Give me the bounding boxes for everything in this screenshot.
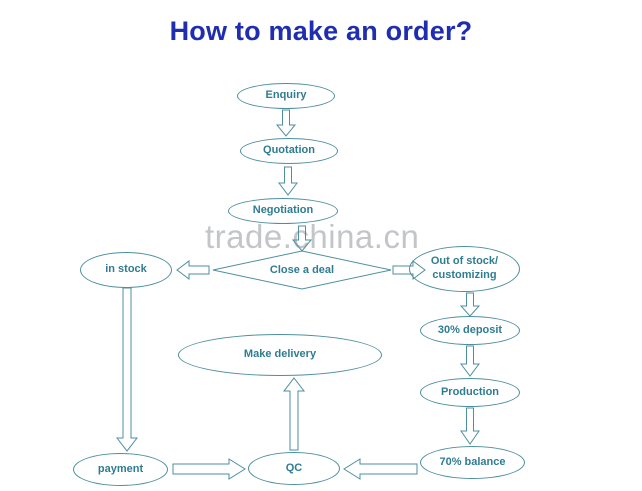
node-qc[interactable]: QC xyxy=(248,452,340,485)
node-enquiry-label: Enquiry xyxy=(265,89,307,102)
arrow-balance-to-qc xyxy=(343,458,418,480)
node-out-of-stock[interactable]: Out of stock/ customizing xyxy=(409,246,520,292)
arrow-quotation-to-negotiation xyxy=(278,166,298,196)
diamond-shape xyxy=(212,250,392,290)
arrow-in-stock-to-payment xyxy=(115,287,139,452)
node-payment-label: payment xyxy=(97,462,144,475)
arrow-payment-to-qc xyxy=(172,458,246,480)
node-balance-label: 70% balance xyxy=(439,455,506,468)
node-balance[interactable]: 70% balance xyxy=(420,446,525,479)
node-payment[interactable]: payment xyxy=(73,453,168,486)
arrow-production-to-balance xyxy=(460,407,480,445)
page-title: How to make an order? xyxy=(169,16,473,46)
node-make-delivery-label: Make delivery xyxy=(243,348,317,361)
arrow-qc-to-make-delivery xyxy=(282,377,306,451)
node-deposit[interactable]: 30% deposit xyxy=(420,316,520,345)
arrow-close-a-deal-to-out-of-stock xyxy=(392,260,426,280)
arrow-deposit-to-production xyxy=(460,345,480,377)
arrow-out-of-stock-to-deposit xyxy=(459,292,481,317)
node-make-delivery[interactable]: Make delivery xyxy=(178,334,382,376)
node-close-a-deal[interactable]: Close a deal xyxy=(212,250,392,290)
node-in-stock[interactable]: in stock xyxy=(80,252,172,288)
node-enquiry[interactable]: Enquiry xyxy=(237,83,335,109)
arrow-enquiry-to-quotation xyxy=(275,109,297,137)
node-out-of-stock-label-line2: customizing xyxy=(432,269,497,281)
node-deposit-label: 30% deposit xyxy=(437,323,503,336)
node-production-label: Production xyxy=(440,385,500,398)
node-qc-label: QC xyxy=(285,461,303,474)
node-negotiation[interactable]: Negotiation xyxy=(228,198,338,224)
node-quotation[interactable]: Quotation xyxy=(240,138,338,164)
node-out-of-stock-label-line1: Out of stock/ xyxy=(430,255,499,268)
node-in-stock-label: in stock xyxy=(105,263,147,276)
node-negotiation-label: Negotiation xyxy=(252,204,314,217)
node-production[interactable]: Production xyxy=(420,378,520,407)
node-quotation-label: Quotation xyxy=(263,144,315,157)
arrow-negotiation-to-close-a-deal xyxy=(291,225,313,252)
arrow-close-a-deal-to-in-stock xyxy=(176,260,210,280)
